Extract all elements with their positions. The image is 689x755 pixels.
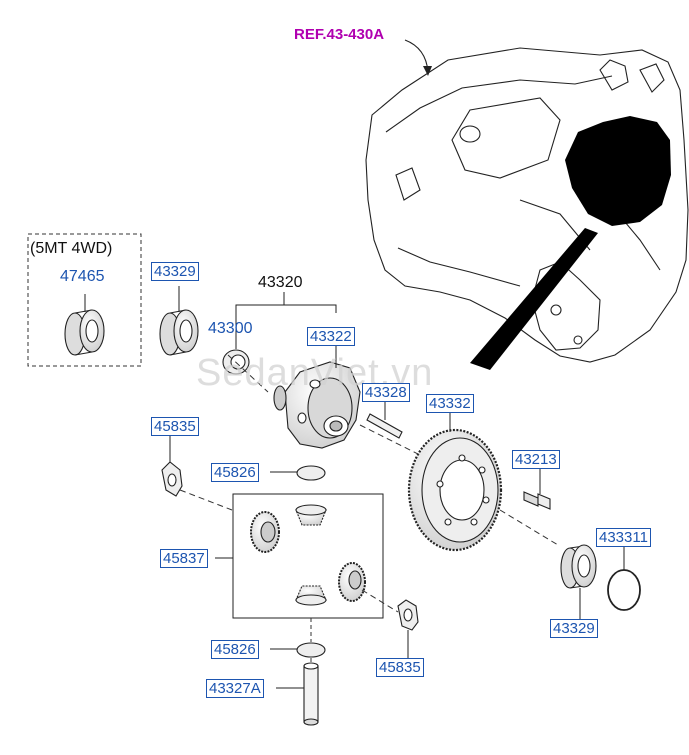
bearing-43329-top [159, 309, 199, 356]
variant-group-frame [27, 233, 142, 367]
part-label-43329-top[interactable]: 43329 [151, 262, 199, 281]
part-label-45835-left[interactable]: 45835 [151, 417, 199, 436]
part-label-45835-right[interactable]: 45835 [376, 658, 424, 677]
pin-43328 [366, 413, 403, 439]
part-label-43332[interactable]: 43332 [426, 394, 474, 413]
part-label-43320: 43320 [258, 274, 303, 291]
pinion-gear-lower [295, 585, 327, 606]
shaft-43327A [303, 662, 319, 726]
transmission-housing [365, 47, 689, 363]
part-label-45837[interactable]: 45837 [160, 549, 208, 568]
assembly-axis [227, 354, 559, 546]
bracket-43320 [235, 304, 337, 313]
assembly-pointer-band [470, 228, 598, 370]
bearing-47465 [64, 309, 105, 356]
part-label-43329-bottom[interactable]: 43329 [550, 619, 598, 638]
washer-45826-bottom [296, 642, 326, 658]
bolt-43213 [523, 491, 551, 510]
part-label-433311[interactable]: 433311 [596, 528, 651, 547]
part-label-43213[interactable]: 43213 [512, 450, 560, 469]
side-gear-lower [338, 562, 366, 602]
part-label-43328[interactable]: 43328 [362, 383, 410, 402]
variant-note: (5MT 4WD) [30, 240, 113, 257]
part-label-43327A[interactable]: 43327A [206, 679, 264, 698]
side-gear-upper [250, 511, 280, 553]
part-label-45826-bottom[interactable]: 45826 [211, 640, 259, 659]
gear-set-frame-45837 [232, 493, 384, 619]
part-label-45826-top[interactable]: 45826 [211, 463, 259, 482]
bearing-43329-bottom [560, 544, 597, 589]
part-label-43300[interactable]: 43300 [208, 320, 253, 337]
washer-45835-left [161, 461, 183, 497]
washer-45826-top [296, 465, 326, 481]
ring-gear-43332 [407, 428, 503, 552]
snap-ring-433311 [607, 569, 641, 611]
ref-label[interactable]: REF.43-430A [294, 26, 385, 43]
pinion-gear-upper [295, 504, 327, 526]
housing-opening [565, 116, 671, 226]
washer-45835-right [397, 599, 419, 631]
part-label-47465[interactable]: 47465 [60, 268, 105, 285]
differential-case-43322 [273, 361, 361, 449]
part-label-43322[interactable]: 43322 [307, 327, 355, 346]
